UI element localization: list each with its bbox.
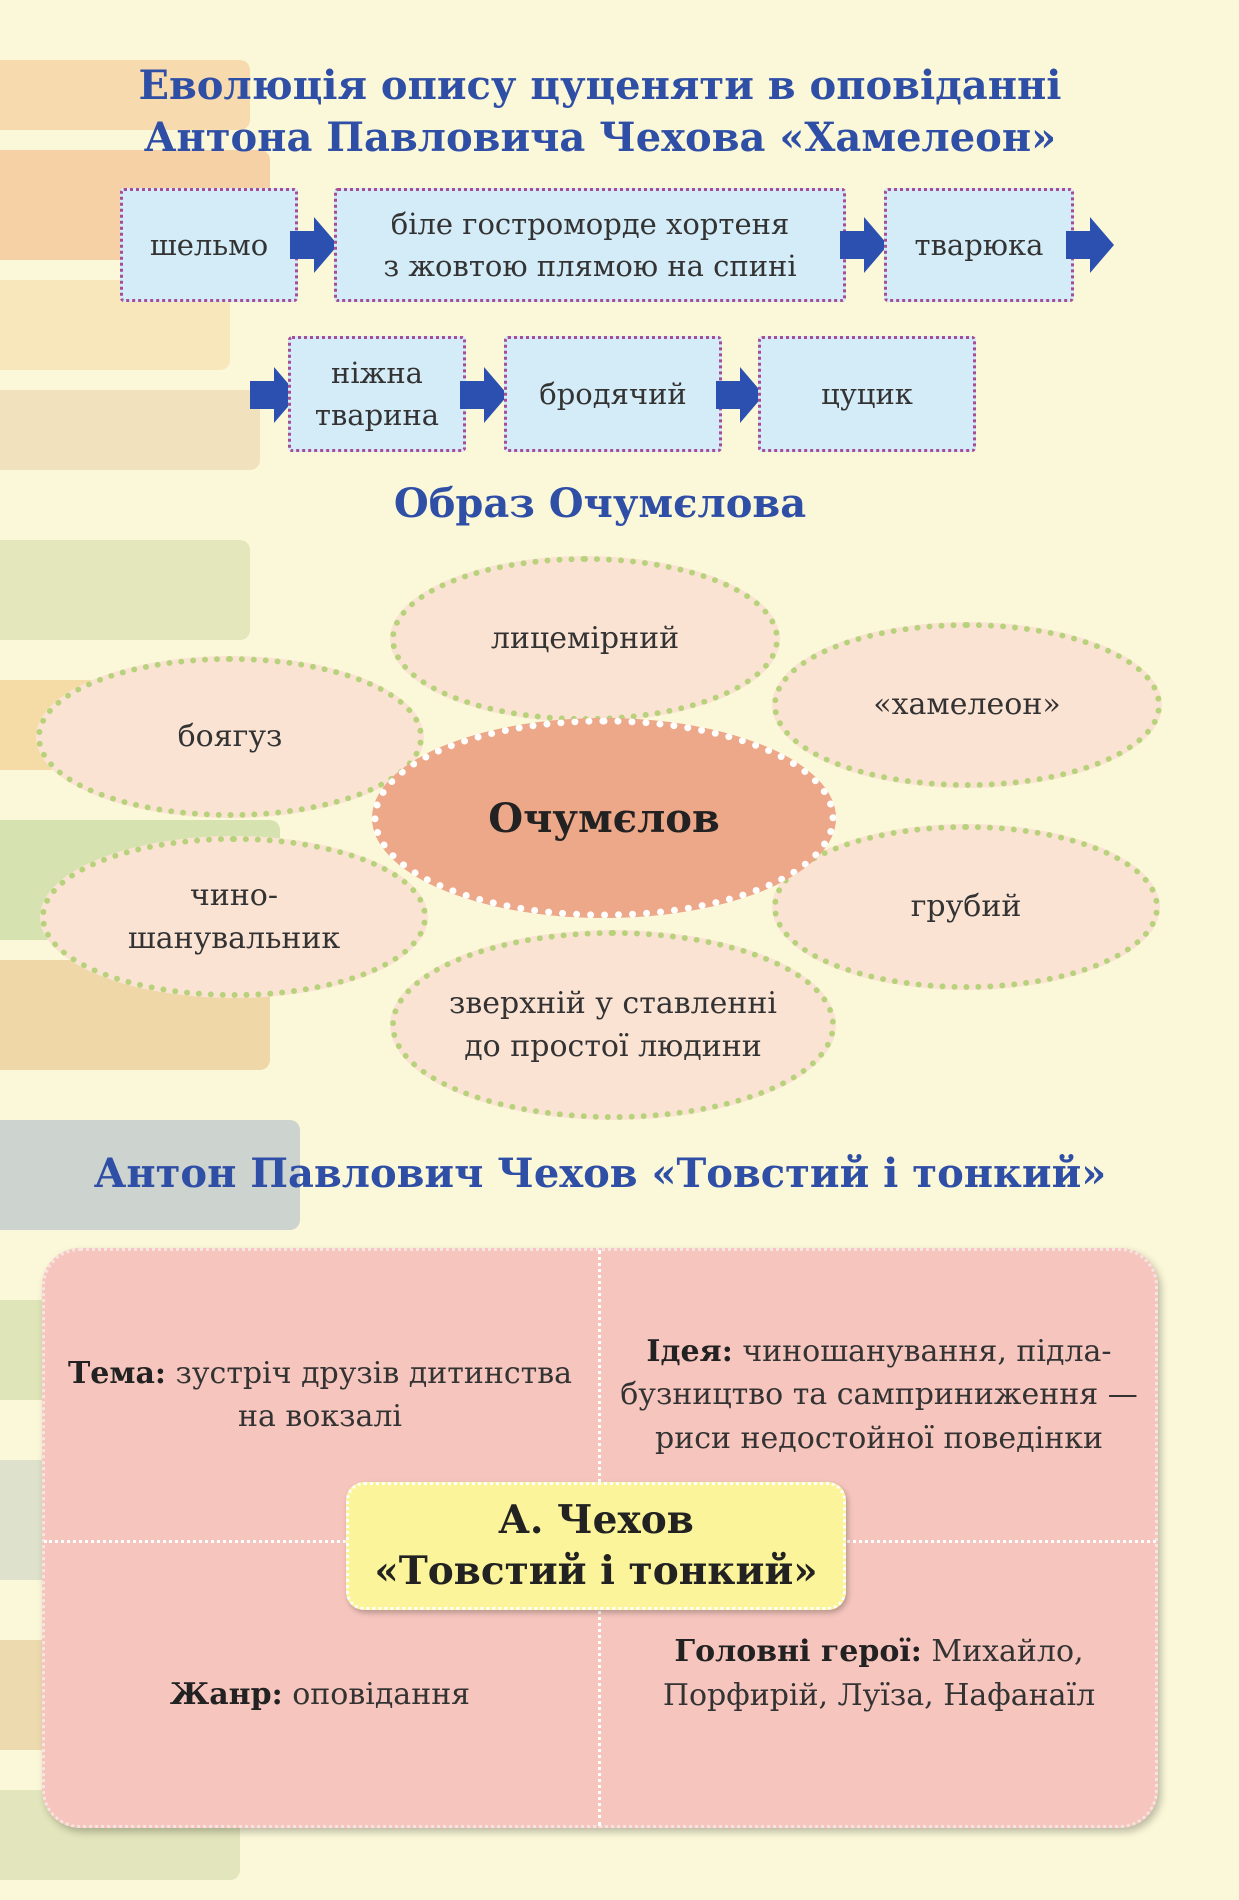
right-arrow-icon: [1066, 217, 1114, 273]
center-story-label-line1: А. Чехов: [498, 1497, 694, 1544]
heroes-value-line1: Михайло,: [931, 1634, 1084, 1669]
book-spine: [0, 60, 250, 130]
center-story-label-line2: «Товстий і тонкий»: [374, 1548, 818, 1594]
trait-label: грубий: [910, 889, 1022, 925]
idea-value-line2: бузництво та самприниження —: [620, 1377, 1138, 1413]
idea-value-line3: риси недостойної поведінки: [655, 1420, 1103, 1456]
theme-cell: Тема: зустріч друзів дитинства на вокзал…: [60, 1280, 580, 1510]
right-arrow-icon: [460, 367, 508, 423]
trait-oval-bottom: зверхній у ставленні до простої людини: [390, 930, 836, 1120]
flow-box-label-line1: біле гостроморде хортеня: [390, 206, 790, 241]
theme-value-line2: на вокзалі: [237, 1399, 403, 1434]
idea-value-line1: чиношанування, підла-: [742, 1333, 1112, 1369]
flow-box-label: цуцик: [821, 376, 913, 411]
trait-label: лицемірний: [490, 621, 680, 657]
trait-label: боягуз: [177, 719, 283, 755]
flow-box-label: тварюка: [914, 227, 1044, 262]
flow-box-nizhna-tvaryna: ніжна тварина: [288, 336, 466, 452]
right-arrow-icon: [840, 217, 888, 273]
flow-box-label-line1: ніжна: [331, 355, 423, 390]
theme-label: Тема:: [67, 1355, 166, 1391]
book-spine: [0, 390, 260, 470]
center-oval-ochumielov: Очумєлов: [372, 718, 836, 918]
flow-box-tvariuka: тварюка: [884, 188, 1074, 302]
trait-label: «хамелеон»: [873, 687, 1061, 723]
genre-cell: Жанр: оповідання: [60, 1620, 580, 1770]
theme-value-line1: зустріч друзів дитинства: [175, 1355, 573, 1391]
trait-oval-lower-left: чино- шанувальник: [40, 836, 428, 998]
trait-label-line1: чино-: [189, 877, 279, 913]
flow-box-label-line2: тварина: [314, 398, 440, 432]
center-story-label: А. Чехов «Товстий і тонкий»: [346, 1482, 846, 1610]
trait-label-line2: шанувальник: [127, 921, 341, 956]
flow-box-label: шельмо: [149, 227, 269, 262]
trait-oval-lower-right: грубий: [772, 824, 1160, 990]
trait-oval-upper-right: «хамелеон»: [772, 622, 1162, 788]
trait-label-line2: до простої людини: [464, 1029, 762, 1064]
right-arrow-icon: [250, 367, 298, 423]
decorative-book-stack: [0, 0, 300, 1900]
flow-box-brodiachyi: бродячий: [504, 336, 722, 452]
story-title: Антон Павлович Чехов «Товстий і тонкий»: [93, 1150, 1107, 1197]
trait-oval-top: лицемірний: [390, 556, 780, 722]
genre-value: оповідання: [292, 1677, 471, 1713]
image-title: Образ Очумєлова: [393, 480, 807, 527]
heroes-value-line2: Порфирій, Луїза, Нафанаїл: [662, 1677, 1096, 1713]
center-oval-label: Очумєлов: [488, 794, 720, 842]
heroes-label: Головні герої:: [674, 1634, 922, 1669]
flow-box-hortenia: біле гостроморде хортеня з жовтою плямою…: [334, 188, 846, 302]
idea-cell: Ідея: чиношанування, підла- бузництво та…: [612, 1280, 1146, 1510]
trait-label-line1: зверхній у ставленні: [448, 985, 777, 1021]
book-spine: [0, 540, 250, 640]
genre-label: Жанр:: [169, 1677, 283, 1713]
flow-box-tsutsyk: цуцик: [758, 336, 976, 452]
flow-box-label: бродячий: [539, 376, 687, 411]
flow-box-shelmo: шельмо: [120, 188, 298, 302]
evolution-title: Еволюція опису цуценяти в оповіданні Ант…: [0, 60, 1200, 164]
idea-label: Ідея:: [646, 1333, 733, 1369]
trait-oval-upper-left: боягуз: [36, 656, 424, 818]
flow-box-label-line2: з жовтою плямою на спині: [383, 249, 797, 283]
right-arrow-icon: [716, 367, 764, 423]
right-arrow-icon: [290, 217, 338, 273]
book-spine: [0, 1120, 300, 1230]
heroes-cell: Головні герої: Михайло, Порфирій, Луїза,…: [612, 1620, 1146, 1770]
evolution-title-line2: Антона Павловича Чехова «Хамелеон»: [143, 114, 1057, 161]
evolution-title-line1: Еволюція опису цуценяти в оповіданні: [138, 62, 1062, 109]
